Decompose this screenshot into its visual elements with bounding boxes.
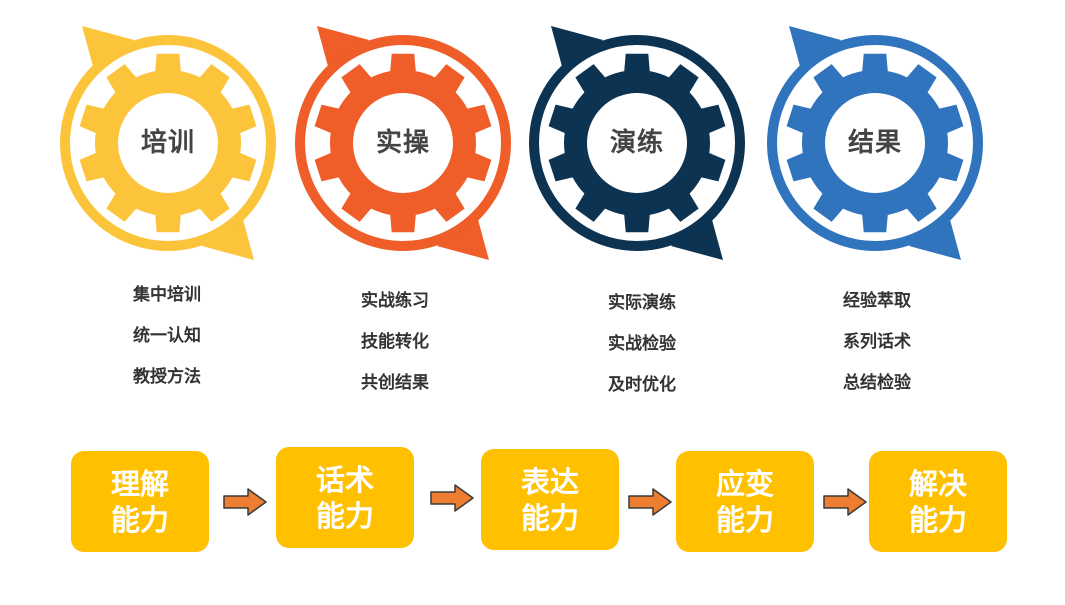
list-item: 教授方法 (133, 367, 201, 387)
gear-icon (60, 26, 276, 260)
ability-line-2: 能力 (315, 498, 374, 533)
ability-line-2: 能力 (110, 502, 169, 537)
corner-triangle-top (789, 26, 841, 70)
arrow-shape (823, 488, 867, 516)
ability-line-1: 解决 (908, 466, 967, 501)
gear-stage-1: 培训 (48, 18, 288, 268)
ability-box-5: 解决 能力 (869, 451, 1007, 552)
ability-line-2: 能力 (520, 500, 579, 535)
right-arrow-icon (222, 486, 268, 518)
corner-triangle-top (317, 26, 369, 70)
gear-hub (353, 93, 453, 193)
gear-icon (529, 26, 745, 260)
gear-stage-3: 演练 (517, 18, 757, 268)
ability-line-1: 话术 (315, 462, 374, 497)
stage-title: 培训 (140, 128, 195, 158)
ability-box-4: 应变 能力 (676, 451, 814, 552)
list-item: 总结检验 (843, 373, 911, 393)
gear-icon (295, 26, 511, 260)
ability-line-1: 理解 (110, 466, 169, 501)
list-item: 系列话术 (843, 332, 911, 352)
outer-ring (60, 35, 276, 251)
corner-triangle-top (551, 26, 603, 70)
gear-icon (767, 26, 983, 260)
right-arrow-icon (627, 486, 673, 518)
corner-triangle-top (82, 26, 134, 70)
arrow-shape (430, 484, 474, 512)
ability-box-1: 理解 能力 (71, 451, 209, 552)
ability-box-2: 话术 能力 (276, 447, 414, 548)
list-item: 统一认知 (133, 326, 201, 346)
gear-stage-2: 实操 (283, 18, 523, 268)
corner-triangle-bottom (909, 216, 961, 260)
right-arrow-icon (429, 482, 475, 514)
stage-2-items: 实战练习 技能转化 共创结果 (361, 290, 561, 413)
right-arrow-icon (822, 486, 868, 518)
ability-line-1: 表达 (520, 464, 579, 499)
ability-line-2: 能力 (908, 502, 967, 537)
corner-triangle-bottom (202, 216, 254, 260)
arrow-shape (628, 488, 672, 516)
ability-box-3: 表达 能力 (481, 449, 619, 550)
list-item: 实战检验 (608, 334, 676, 354)
stage-title: 实操 (375, 128, 430, 158)
list-item: 经验萃取 (843, 291, 911, 311)
ability-line-2: 能力 (715, 502, 774, 537)
stage-title: 结果 (847, 128, 902, 158)
stage-1-items: 集中培训 统一认知 教授方法 (133, 284, 333, 407)
gear-hub (825, 93, 925, 193)
ability-line-1: 应变 (715, 466, 774, 501)
gear-hub (587, 93, 687, 193)
stage-3-items: 实际演练 实战检验 及时优化 (608, 292, 808, 415)
stage-title: 演练 (609, 128, 664, 158)
outer-ring (529, 35, 745, 251)
gear-hub (118, 93, 218, 193)
corner-triangle-bottom (671, 216, 723, 260)
list-item: 实际演练 (608, 293, 676, 313)
outer-ring (295, 35, 511, 251)
corner-triangle-bottom (437, 216, 489, 260)
list-item: 集中培训 (133, 285, 201, 305)
list-item: 及时优化 (608, 375, 676, 395)
stage-4-items: 经验萃取 系列话术 总结检验 (843, 290, 1043, 413)
list-item: 共创结果 (361, 373, 429, 393)
list-item: 实战练习 (361, 291, 429, 311)
outer-ring (767, 35, 983, 251)
list-item: 技能转化 (361, 332, 429, 352)
arrow-shape (223, 488, 267, 516)
gear-stage-4: 结果 (755, 18, 995, 268)
